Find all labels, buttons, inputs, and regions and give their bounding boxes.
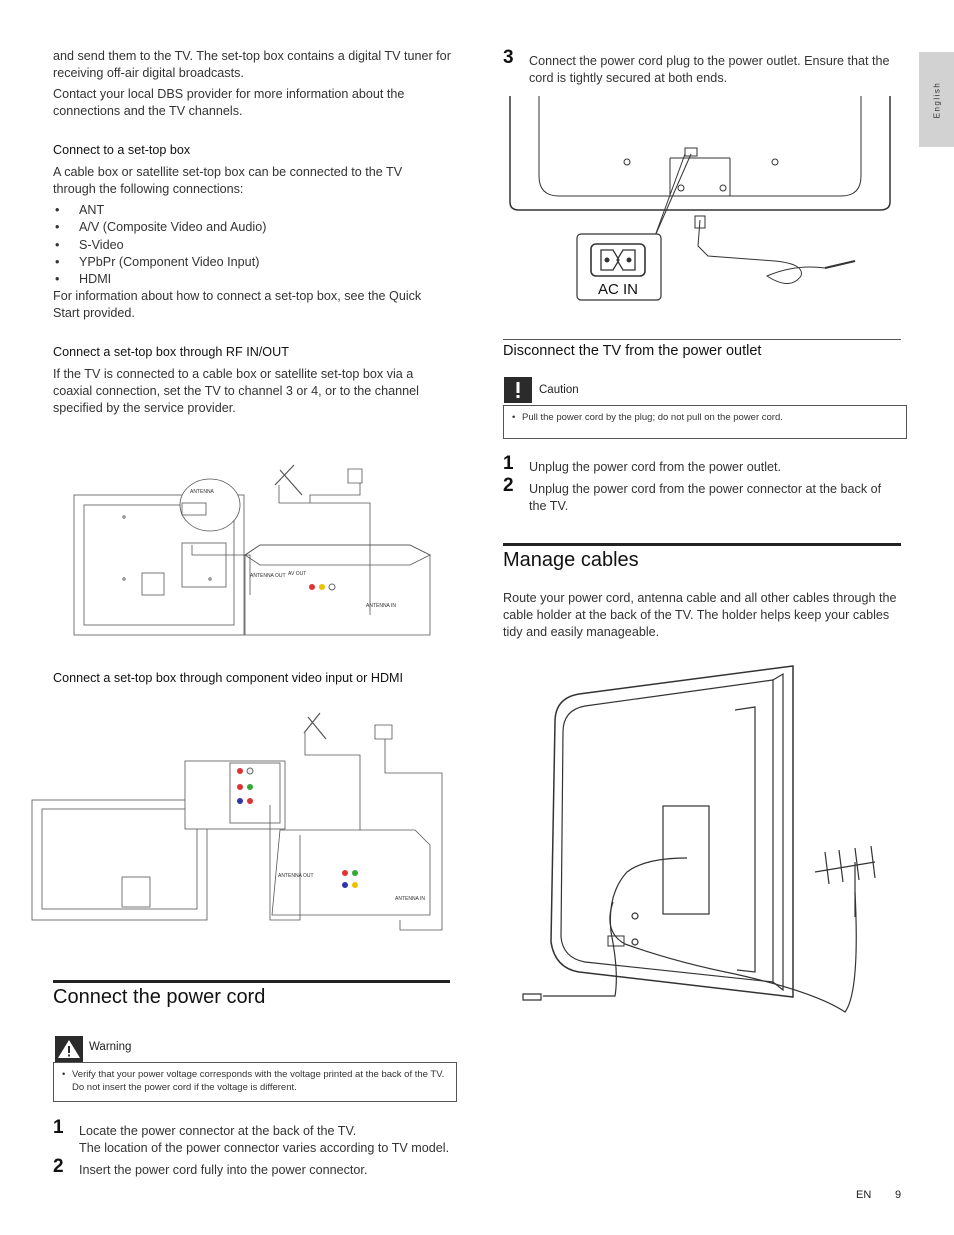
- list-item: YPbPr (Component Video Input): [53, 254, 443, 272]
- rf-antenna-in-label: ANTENNA IN: [366, 603, 396, 609]
- bullet: •: [62, 1069, 66, 1080]
- disconnect-step-2-text: Unplug the power cord from the power con…: [529, 482, 882, 513]
- list-item: ANT: [53, 202, 443, 220]
- caution-label: Caution: [539, 384, 579, 396]
- footer-language: EN: [856, 1189, 872, 1201]
- rf-antenna-label: ANTENNA: [190, 489, 215, 495]
- power-connection-diagram: AC IN: [509, 96, 891, 301]
- comp-antenna-in-label: ANTENNA IN: [395, 896, 425, 902]
- manage-cables-rule: [503, 543, 901, 546]
- power-step-3-text: Connect the power cord plug to the power…: [529, 54, 890, 85]
- ac-in-label: AC IN: [598, 281, 638, 298]
- caution-box: • Pull the power cord by the plug; do no…: [503, 405, 907, 439]
- comp-heading: Connect a set-top box through component …: [53, 671, 404, 685]
- stb-connection-list: ANT A/V (Composite Video and Audio) S-Vi…: [53, 202, 443, 289]
- disconnect-step-2-number: 2: [503, 475, 514, 496]
- rf-av-out-label: AV OUT: [288, 571, 306, 577]
- component-hdmi-diagram: ANTENNA OUT ANTENNA IN: [31, 712, 443, 931]
- warning-label: Warning: [89, 1041, 132, 1053]
- page-number: 9: [895, 1189, 902, 1201]
- caution-text: Pull the power cord by the plug; do not …: [522, 412, 783, 423]
- disconnect-step-1-text: Unplug the power cord from the power out…: [529, 460, 782, 474]
- disconnect-rule: [503, 339, 901, 340]
- caution-icon: [504, 377, 532, 403]
- language-tab: English: [919, 52, 954, 147]
- power-section-title: Connect the power cord: [53, 986, 266, 1008]
- list-item: S-Video: [53, 237, 443, 255]
- intro-paragraph-2: Contact your local DBS provider for more…: [53, 87, 405, 118]
- comp-antenna-out-label: ANTENNA OUT: [278, 873, 314, 879]
- disconnect-step-1-number: 1: [503, 453, 514, 474]
- stb-after-text: For information about how to connect a s…: [53, 289, 422, 320]
- cable-management-diagram: [522, 665, 876, 1013]
- warning-text: Verify that your power voltage correspon…: [72, 1069, 445, 1093]
- power-section-rule: [53, 980, 450, 983]
- power-step-1-subtext: The location of the power connector vari…: [79, 1141, 450, 1155]
- list-item: A/V (Composite Video and Audio): [53, 219, 443, 237]
- rf-antenna-out-label: ANTENNA OUT: [250, 573, 286, 579]
- power-step-3-number: 3: [503, 47, 514, 68]
- power-step-2-text: Insert the power cord fully into the pow…: [79, 1163, 368, 1177]
- bullet: •: [512, 412, 516, 423]
- intro-paragraph-1: and send them to the TV. The set-top box…: [53, 49, 451, 80]
- manage-cables-title: Manage cables: [503, 549, 639, 571]
- power-step-2-number: 2: [53, 1156, 64, 1177]
- list-item: HDMI: [53, 271, 443, 289]
- warning-box: • Verify that your power voltage corresp…: [53, 1062, 457, 1102]
- stb-paragraph: A cable box or satellite set-top box can…: [53, 165, 403, 196]
- power-step-1-number: 1: [53, 1117, 64, 1138]
- stb-heading: Connect to a set-top box: [53, 143, 191, 157]
- warning-icon: [55, 1036, 83, 1062]
- language-label: English: [932, 81, 941, 118]
- rf-connection-diagram: ANTENNA ANTENNA OUT ANTENNA IN AV OUT: [73, 464, 431, 636]
- manage-cables-paragraph: Route your power cord, antenna cable and…: [503, 591, 897, 639]
- power-step-1-text: Locate the power connector at the back o…: [79, 1124, 357, 1138]
- disconnect-heading: Disconnect the TV from the power outlet: [503, 343, 762, 359]
- rf-heading: Connect a set-top box through RF IN/OUT: [53, 345, 289, 359]
- rf-paragraph: If the TV is connected to a cable box or…: [53, 367, 419, 415]
